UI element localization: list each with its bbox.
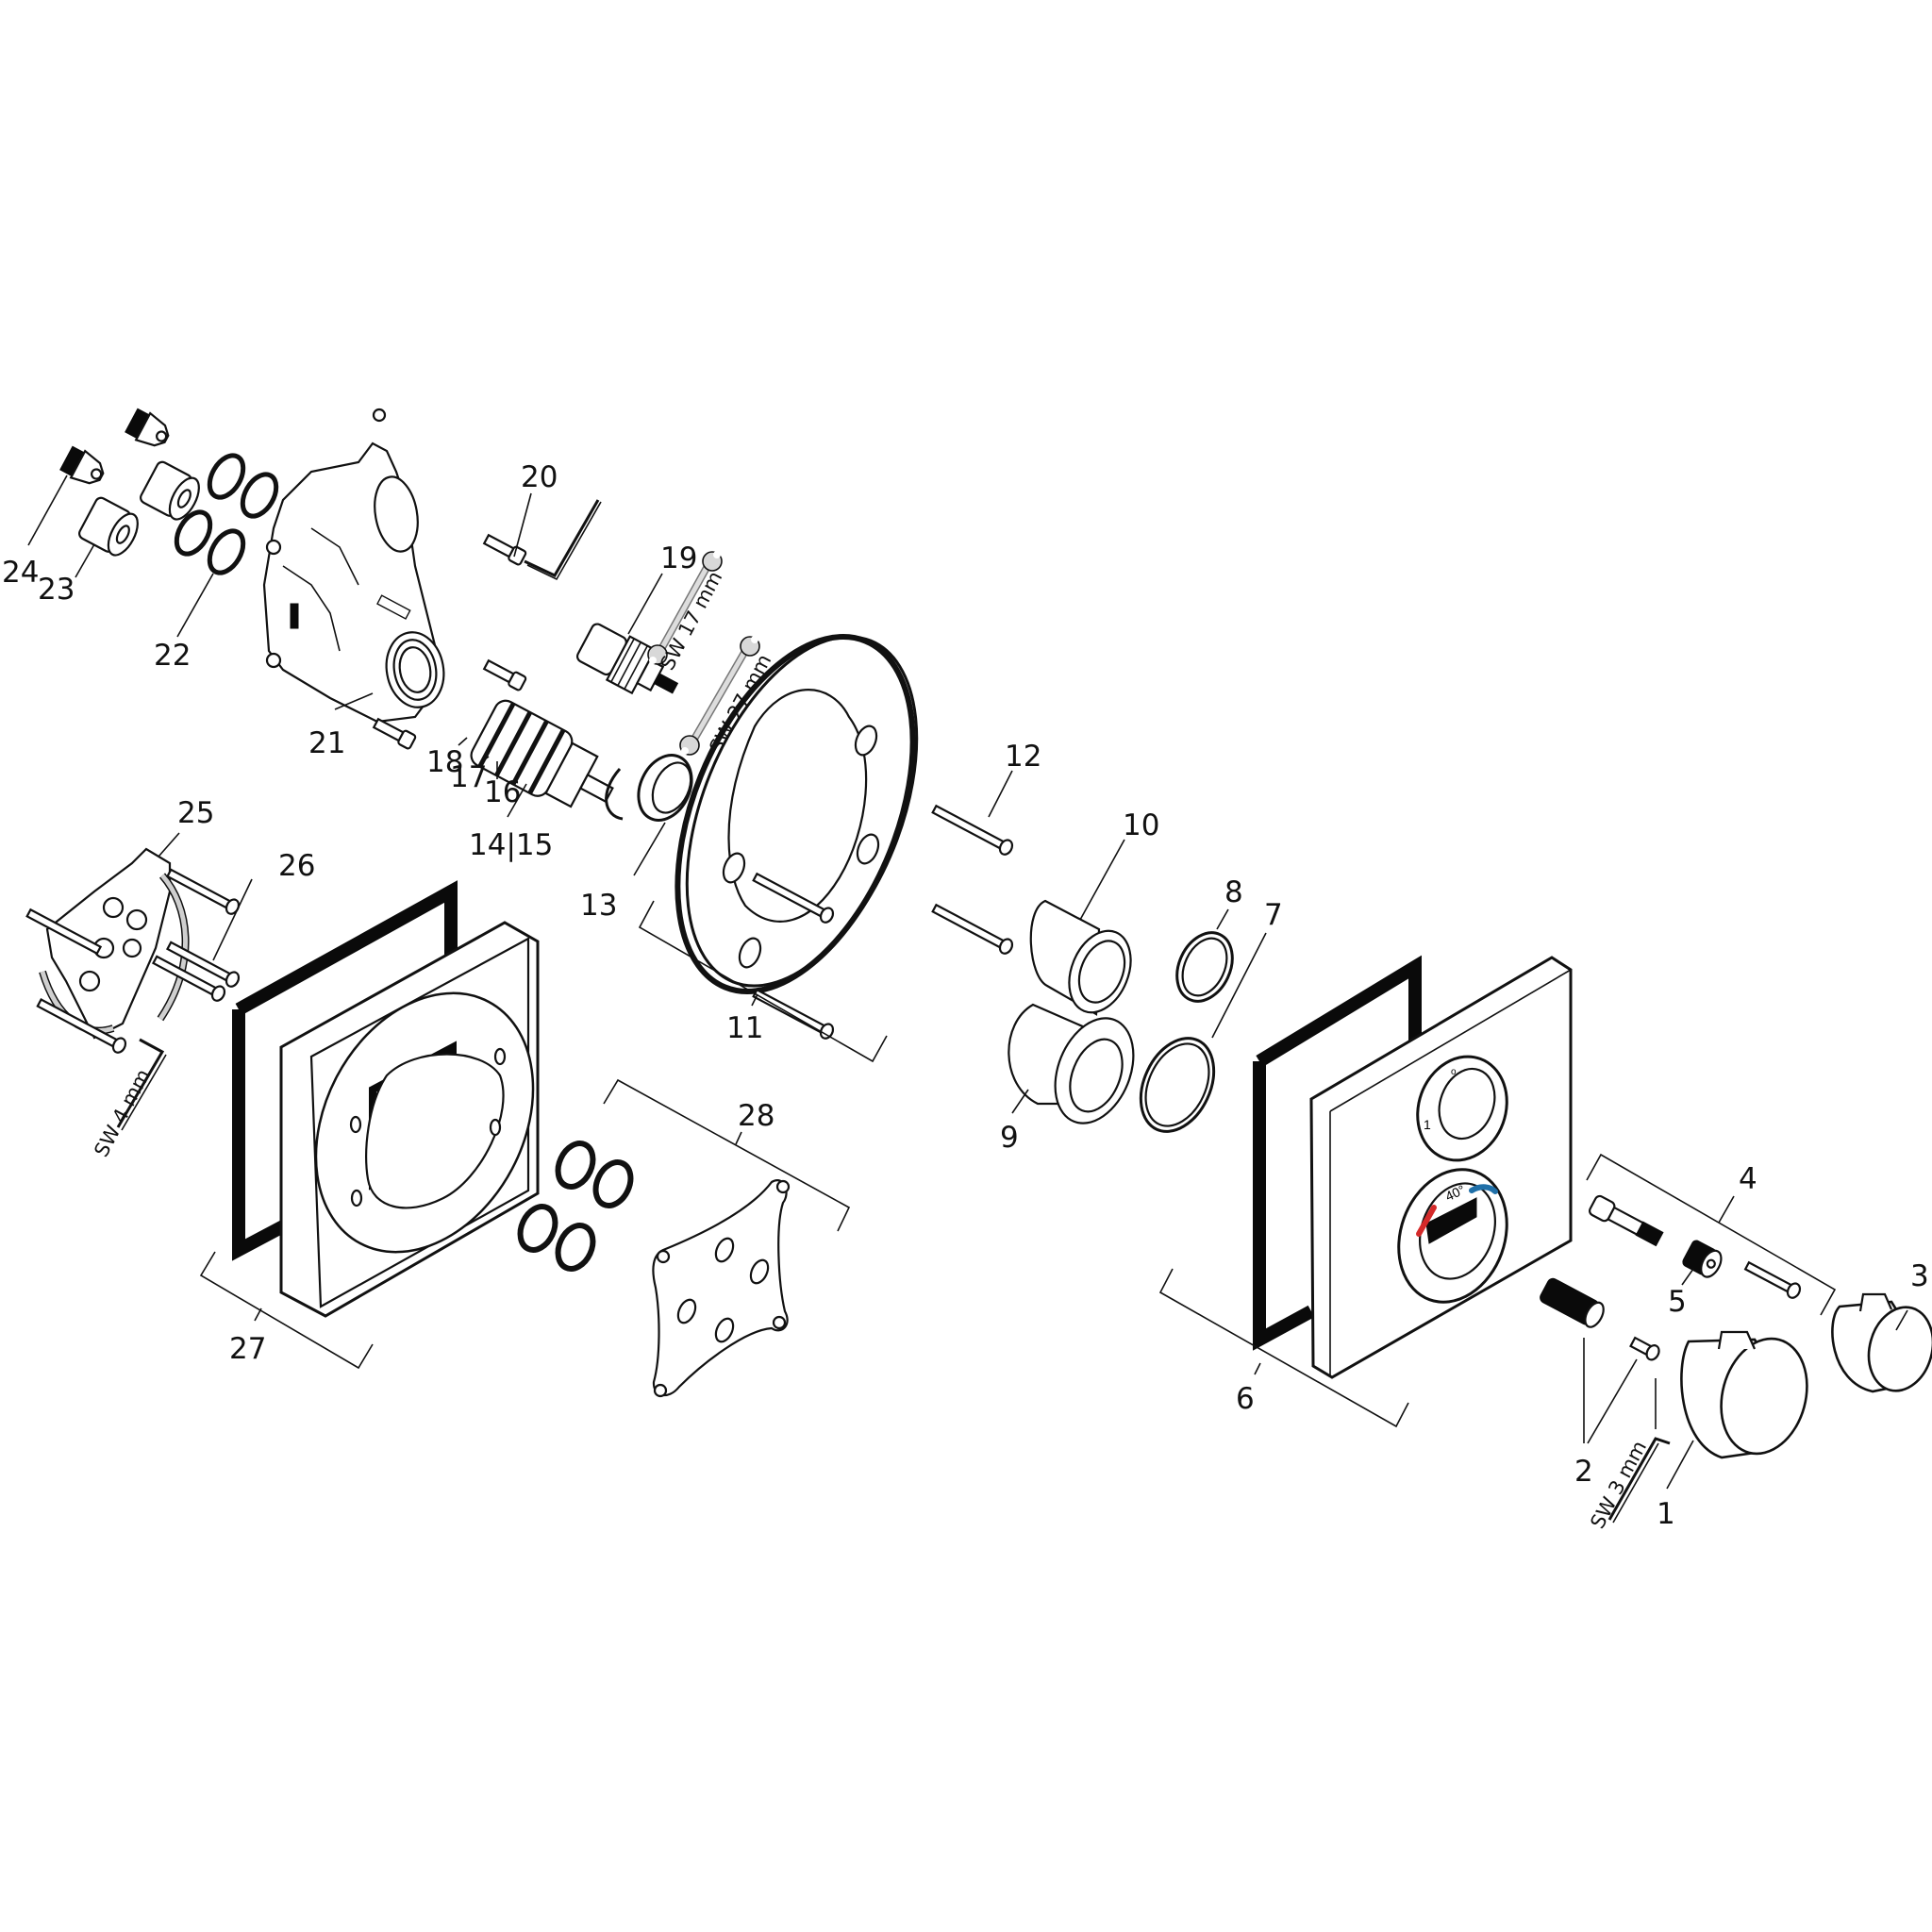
label-23[interactable]: 23	[38, 573, 75, 607]
label-2[interactable]: 2	[1574, 1455, 1593, 1489]
label-8[interactable]: 8	[1224, 875, 1243, 909]
label-19[interactable]: 19	[660, 541, 697, 575]
wrench-sw17-icon	[647, 551, 723, 665]
part-2-extension[interactable]	[1539, 1276, 1662, 1361]
part-13-threaded-ring[interactable]	[628, 746, 702, 828]
part-25-plaster-guard[interactable]	[39, 847, 190, 1040]
part-7-rosette-ring[interactable]	[1126, 1026, 1227, 1143]
cold-indicator	[1469, 1184, 1498, 1194]
part-1-thermostat-handle[interactable]	[1680, 1329, 1819, 1464]
bracket-6	[1158, 1268, 1409, 1428]
leader-lines	[27, 475, 1908, 1490]
label-9[interactable]: 9	[1000, 1121, 1019, 1155]
part-6-trim-plate-seal[interactable]	[1253, 955, 1422, 1351]
bracket-11	[638, 900, 888, 1063]
part-22-seals[interactable]	[170, 450, 283, 579]
part-28-mounting-bracket[interactable]	[652, 1179, 791, 1398]
tool-label-sw4: SW 4 mm	[90, 1065, 155, 1160]
label-10[interactable]: 10	[1123, 808, 1159, 842]
label-22[interactable]: 22	[154, 639, 191, 673]
hot-indicator	[1416, 1205, 1437, 1237]
part-3-stop-valve-handle[interactable]	[1831, 1292, 1932, 1398]
bracket-4	[1586, 1153, 1837, 1316]
label-18[interactable]: 18	[426, 745, 463, 779]
label-14-15[interactable]: 14|15	[469, 828, 553, 862]
label-21[interactable]: 21	[308, 726, 345, 760]
part-20-screws[interactable]	[372, 499, 600, 750]
tool-label-sw17: SW 17 mm	[656, 567, 726, 674]
label-24[interactable]: 24	[2, 556, 39, 590]
part-24-check-valve[interactable]	[59, 407, 174, 490]
label-11[interactable]: 11	[726, 1011, 763, 1045]
label-16[interactable]: 16	[484, 775, 521, 809]
part-27-extension-frame[interactable]	[273, 921, 576, 1318]
label-3[interactable]: 3	[1910, 1259, 1929, 1293]
stop-on-mark: 1	[1424, 1117, 1431, 1132]
label-5[interactable]: 5	[1668, 1285, 1687, 1319]
label-6[interactable]: 6	[1236, 1382, 1255, 1416]
label-20[interactable]: 20	[521, 460, 558, 494]
label-17[interactable]: 17	[450, 760, 487, 794]
part-11-mounting-plate[interactable]	[631, 603, 963, 1025]
stop-valve-rosette: 1 o	[1416, 1055, 1508, 1162]
hex-key-sw3-icon	[1607, 1437, 1671, 1524]
part-8-rosette-ring-small[interactable]	[1166, 924, 1242, 1010]
hex-key-sw4-icon	[116, 1038, 167, 1131]
part-5-adapter[interactable]	[1681, 1239, 1725, 1280]
label-12[interactable]: 12	[1005, 740, 1041, 774]
part-6-trim-plate[interactable]	[1309, 956, 1573, 1379]
retaining-clip[interactable]	[605, 768, 624, 821]
label-26[interactable]: 26	[278, 849, 315, 883]
part-11-screws[interactable]	[752, 871, 836, 1041]
label-25[interactable]: 25	[177, 796, 214, 830]
stop-off-mark: o	[1451, 1067, 1457, 1077]
label-1[interactable]: 1	[1657, 1497, 1675, 1531]
part-12-screws[interactable]	[931, 803, 1015, 956]
part-26-screws[interactable]	[25, 866, 242, 1055]
part-10-stop-valve-sleeve[interactable]	[1029, 899, 1142, 1022]
label-28[interactable]: 28	[738, 1099, 774, 1133]
bracket-28	[603, 1078, 851, 1232]
part-21-valve-body[interactable]	[262, 408, 449, 724]
o-rings-set[interactable]	[513, 1138, 637, 1274]
wrench-sw27-icon	[679, 636, 760, 756]
hex-key-icon	[526, 501, 602, 581]
part-4-extension-set[interactable]	[1588, 1194, 1802, 1300]
tool-label-sw3: SW 3 mm	[1586, 1437, 1651, 1532]
part-9-thermostat-sleeve[interactable]	[1008, 1003, 1148, 1135]
thermostat-rosette: 40°	[1397, 1168, 1508, 1304]
part-labels: 24 23 22 21 20 19 18 17 16 14|15 13 12 1…	[2, 460, 1929, 1531]
label-4[interactable]: 4	[1739, 1162, 1757, 1196]
label-7[interactable]: 7	[1264, 898, 1283, 932]
bracket-27	[199, 1251, 374, 1370]
label-13[interactable]: 13	[580, 889, 617, 923]
label-27[interactable]: 27	[229, 1332, 266, 1366]
